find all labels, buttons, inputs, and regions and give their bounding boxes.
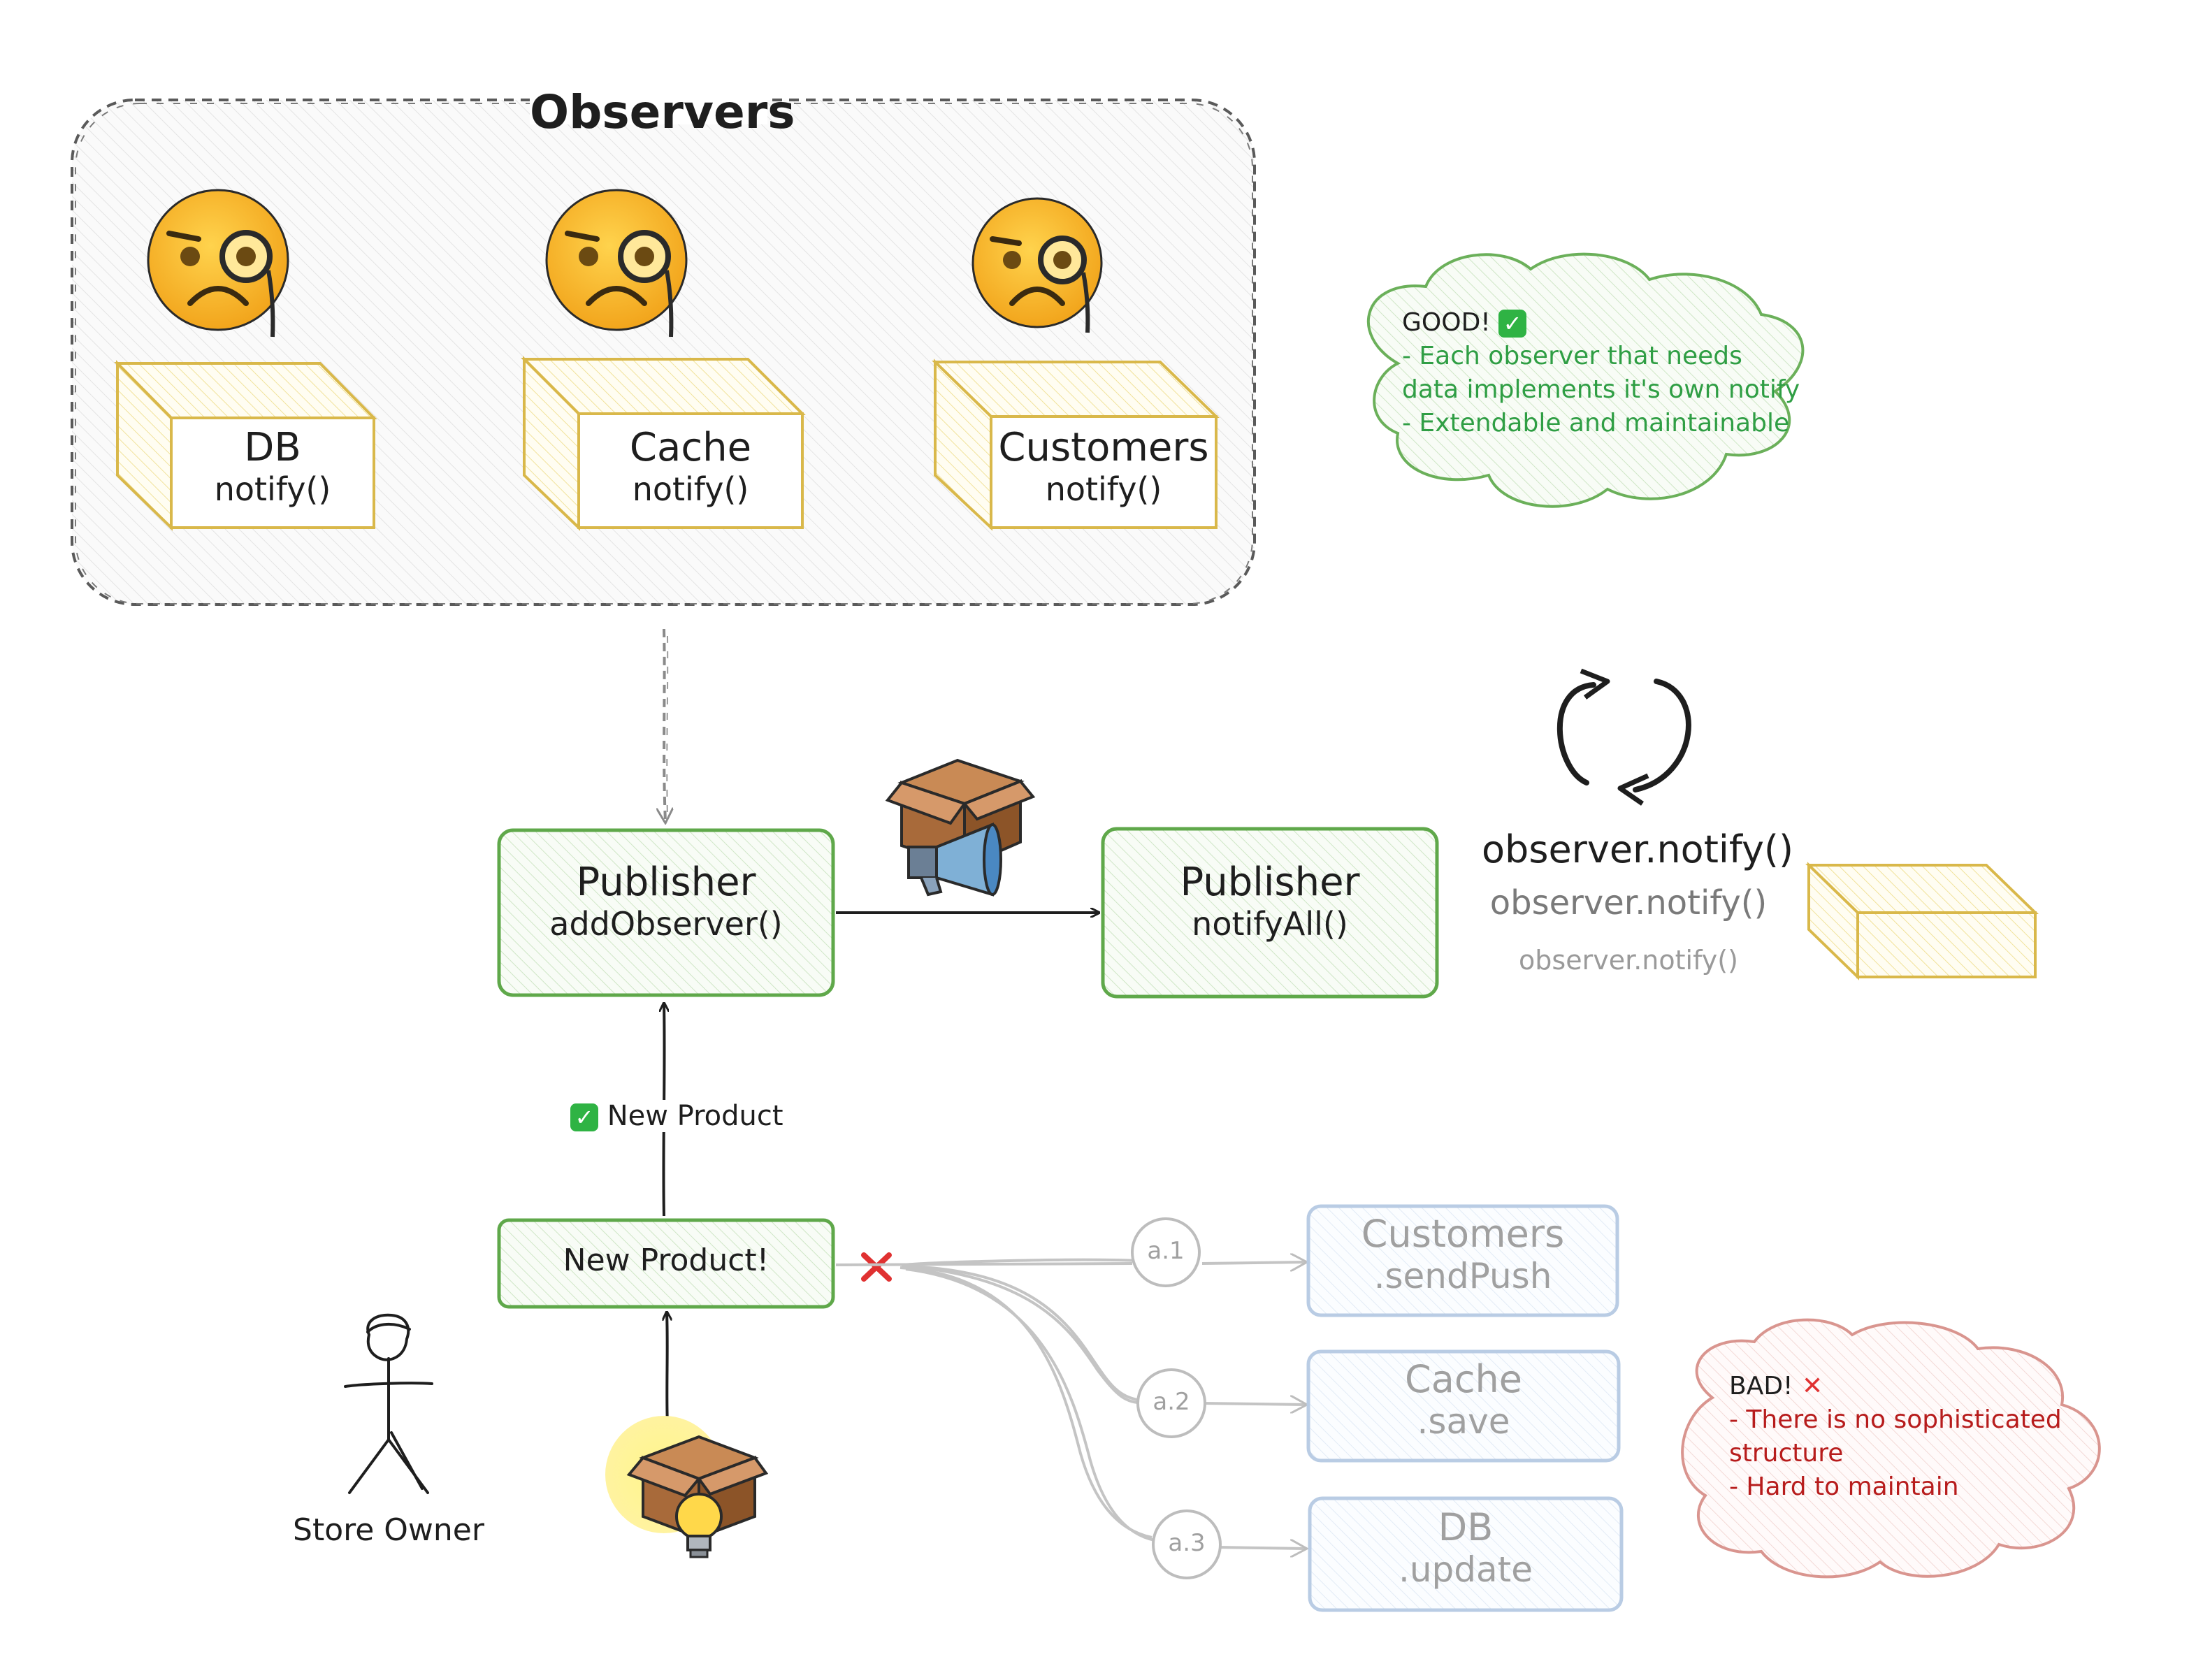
publisher-left-box [497,828,835,997]
cache-observer-label: Cache notify() [579,425,802,508]
db-observer-name: DB [244,425,301,470]
check-icon: ✓ [1498,310,1527,338]
publisher-left-method: addObserver() [549,905,783,943]
step-circle-a2 [1136,1368,1206,1438]
cache-observer-box [521,356,806,531]
customers-observer-name: Customers [998,425,1209,470]
bad-note-line: structure [1729,1439,1844,1468]
step-circle-a1 [1131,1217,1201,1287]
new-product-edge-text: New Product [607,1100,783,1132]
bad-target-db-label: DB .update [1310,1505,1621,1590]
bad-target-cache-title: Cache [1405,1357,1522,1401]
bad-note-heading: BAD! [1729,1372,1793,1400]
bad-note-cloud [1681,1318,2101,1579]
bad-target-customers-method: .sendPush [1373,1256,1552,1296]
bad-target-db-method: .update [1398,1549,1533,1590]
bad-note: BAD! ✕ - There is no sophisticated struc… [1729,1370,2062,1504]
publisher-left-title: Publisher [576,860,756,905]
customers-observer-box [932,359,1220,531]
box-megaphone-icon [885,758,1036,897]
publisher-right-method: notifyAll() [1192,905,1348,943]
db-observer-label: DB notify() [171,425,374,508]
notify-call-primary: observer.notify() [1482,827,1794,871]
store-owner-label: Store Owner [293,1512,484,1548]
new-product-box [497,1218,835,1309]
idea-box-icon [605,1416,769,1558]
observers-group-title: Observers [530,85,795,139]
customers-observer-method: notify() [1045,470,1162,508]
step-label-a1: a.1 [1147,1237,1185,1265]
bad-path-lines [835,1260,1306,1549]
good-note: GOOD! ✓ - Each observer that needs data … [1402,306,1800,440]
observers-to-publisher-arrow [664,628,667,822]
bad-target-db-box [1308,1496,1624,1612]
step-label-a3: a.3 [1168,1529,1206,1557]
monocle-face-icon [545,189,688,338]
notified-observer-box-icon [1805,862,2039,980]
publisher-right-label: Publisher notifyAll() [1103,860,1437,943]
monocle-face-icon [147,189,289,338]
store-owner-figure [344,1313,433,1494]
new-product-edge-label: ✓ New Product [570,1100,794,1132]
blocked-x-icon [861,1252,892,1282]
good-note-line: - Each observer that needs [1402,342,1742,370]
good-note-cloud [1367,252,1805,508]
good-note-heading: GOOD! [1402,308,1491,337]
customers-observer-label: Customers notify() [991,425,1216,508]
check-icon: ✓ [570,1103,598,1131]
notify-call-tertiary: observer.notify() [1519,945,1738,976]
good-note-line: data implements it's own notify [1402,375,1800,404]
bad-target-db-title: DB [1438,1505,1494,1549]
good-note-line: - Extendable and maintainable [1402,409,1790,437]
x-mark-icon: ✕ [1793,1372,1823,1400]
cache-observer-method: notify() [632,470,749,508]
bad-target-cache-box [1306,1349,1621,1463]
bad-target-cache-label: Cache .save [1308,1357,1619,1442]
db-observer-box [114,360,377,531]
bad-target-customers-box [1306,1204,1619,1317]
bad-note-line: - Hard to maintain [1729,1472,1959,1501]
bad-target-customers-title: Customers [1361,1212,1565,1256]
publisher-left-label: Publisher addObserver() [499,860,833,943]
bad-target-cache-method: .save [1417,1401,1510,1442]
step-label-a2: a.2 [1153,1388,1190,1416]
publisher-right-box [1101,827,1439,999]
step-circle-a3 [1152,1509,1222,1579]
notify-call-secondary: observer.notify() [1489,883,1768,922]
monocle-face-icon [971,197,1103,333]
cycle-arrows-icon [1556,668,1691,806]
new-product-box-label: New Product! [563,1243,770,1278]
cache-observer-name: Cache [629,425,752,470]
db-observer-method: notify() [214,470,331,508]
publisher-right-title: Publisher [1180,860,1360,905]
bad-note-line: - There is no sophisticated [1729,1405,2062,1434]
bad-target-customers-label: Customers .sendPush [1308,1212,1617,1296]
